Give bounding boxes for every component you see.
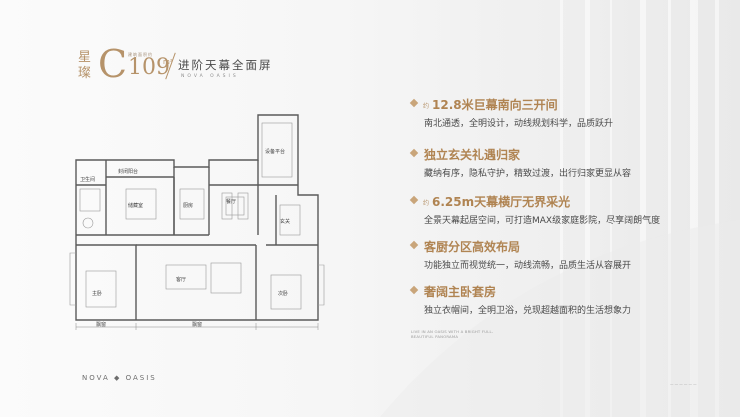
feature-prefix: 约 — [423, 103, 430, 110]
brand-logo: NOVA ◆ OASIS — [82, 374, 157, 382]
title-en: NOVA OASIS — [181, 74, 239, 79]
room-equipment-platform: 设备平台 — [265, 148, 285, 155]
room-master-bedroom: 主卧 — [92, 290, 102, 297]
room-living: 客厅 — [176, 276, 186, 283]
brand-mark: — — — — — — — [670, 382, 697, 386]
feature-title: 奢阔主卧套房 — [424, 285, 497, 299]
room-bay-window-1: 飘窗 — [96, 321, 106, 328]
area-unit: m² — [163, 58, 173, 66]
floor-plan: 设备平台 封闭阳台 储藏室 厨房 餐厅 卫生间 玄关 客厅 主卧 次卧 飘窗 飘… — [69, 114, 325, 330]
room-dining: 餐厅 — [226, 198, 236, 205]
room-bathroom: 卫生间 — [80, 176, 95, 183]
unit-area: 109 — [128, 55, 170, 80]
note-text: LIVE IN AN OASIS WITH A BRIGHT FULL- BEA… — [411, 329, 493, 339]
feature-desc: 独立衣帽间，全明卫浴，兑现超越面积的生活想象力 — [424, 306, 632, 316]
feature-desc: 南北通透，全明设计，动线规划科学，品质跃升 — [424, 119, 614, 129]
feature-title: 6.25m天幕横厅无界采光 — [432, 195, 571, 209]
room-balcony-north: 封闭阳台 — [118, 168, 138, 175]
room-bay-window-2: 飘窗 — [192, 321, 202, 328]
room-second-bedroom: 次卧 — [278, 290, 288, 297]
area-caption: 建筑面积约 — [128, 52, 153, 57]
feature-title: 12.8米巨幕南向三开间 — [432, 98, 558, 112]
unit-letter: C — [98, 42, 128, 86]
vertical-label: 星璨 — [78, 50, 92, 81]
note-line: BEAUTIFUL PANORAMA — [411, 334, 459, 339]
feature-desc: 功能独立而视觉统一，动线流畅，品质生活从容展开 — [424, 261, 632, 271]
feature-desc: 藏纳有序，隐私守护，精致过渡，出行归家更显从容 — [424, 169, 632, 179]
feature-title: 客厨分区高效布局 — [424, 240, 521, 254]
room-foyer: 玄关 — [280, 218, 290, 225]
feature-prefix: 约 — [423, 200, 430, 207]
feature-desc: 全景天幕起居空间，可打造MAX级家庭影院，尽享阔朗气度 — [424, 216, 661, 226]
feature-title: 独立玄关礼遇归家 — [424, 148, 521, 162]
room-kitchen: 厨房 — [183, 202, 193, 209]
title-cn: 进阶天幕全面屏 — [178, 58, 273, 72]
room-storage: 储藏室 — [128, 202, 143, 209]
note-line: LIVE IN AN OASIS WITH A BRIGHT FULL- — [411, 329, 494, 334]
